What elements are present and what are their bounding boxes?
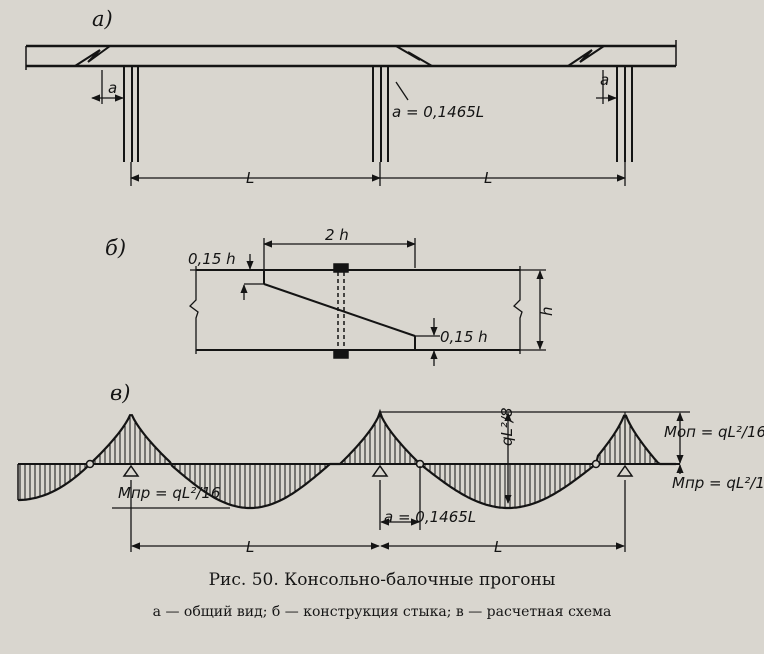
ql8-label: qL²/8 <box>498 408 516 447</box>
column-right <box>616 66 633 162</box>
scarf-joint <box>263 270 416 350</box>
dim-a-right-label: a <box>600 71 609 89</box>
dim-a-left <box>91 70 124 104</box>
moment-diagram-curve <box>18 408 676 510</box>
span-a-1: L <box>246 169 254 187</box>
figure-subcaption: а — общий вид; б — конструкция стыка; в … <box>152 604 612 620</box>
span-c-1: L <box>246 538 254 556</box>
dim-a-c <box>379 466 421 530</box>
girder-top-line <box>25 40 677 70</box>
panel-c-design-scheme: в) qL²/8 <box>17 381 764 556</box>
panel-a-label: а) <box>92 7 113 31</box>
dim-2h-label: 2 h <box>325 226 349 244</box>
break-line-right <box>513 266 523 354</box>
dim-a-c-label: a = 0,1465L <box>384 508 476 526</box>
dim-h-label: h <box>538 306 556 316</box>
dim-a-left-label: a <box>108 79 117 97</box>
dim-h <box>520 269 546 351</box>
dim-015h-right <box>415 318 440 366</box>
hinges <box>85 459 601 469</box>
span-a-2: L <box>484 169 492 187</box>
peak-ext-lines <box>380 411 690 464</box>
moment-diagram-hatching <box>19 412 656 508</box>
panel-b-label: б) <box>105 236 126 260</box>
break-line-left <box>189 266 199 354</box>
dim-a-right <box>596 70 617 104</box>
panel-b-joint-detail: б) 2 h 0, <box>105 226 556 366</box>
span-c-2: L <box>494 538 502 556</box>
span-dims-c <box>130 480 626 552</box>
column-left <box>123 66 139 162</box>
column-middle <box>372 66 389 162</box>
dim-a-mid-label: a = 0,1465L <box>392 103 484 121</box>
m-span-right-label: Mпр = qL²/16 <box>672 474 764 492</box>
dim-015h-left <box>190 254 264 300</box>
m-support-label: Mоп = qL²/16 <box>664 423 764 441</box>
m-span-mid-label: Mпр = qL²/16 <box>118 484 220 502</box>
dim-015h-right-label: 0,15 h <box>440 328 488 346</box>
span-dims-a <box>130 162 626 186</box>
panel-c-label: в) <box>110 381 130 405</box>
bolt <box>333 263 349 359</box>
dim-a-mid-leader <box>395 81 409 101</box>
supports <box>122 464 634 477</box>
panel-a-general-view: а) a <box>25 7 677 187</box>
dim-2h <box>263 238 416 270</box>
girder-joints <box>74 45 605 67</box>
figure-caption: Рис. 50. Консольно-балочные прогоны <box>208 570 556 590</box>
dim-015h-left-label: 0,15 h <box>188 250 236 268</box>
